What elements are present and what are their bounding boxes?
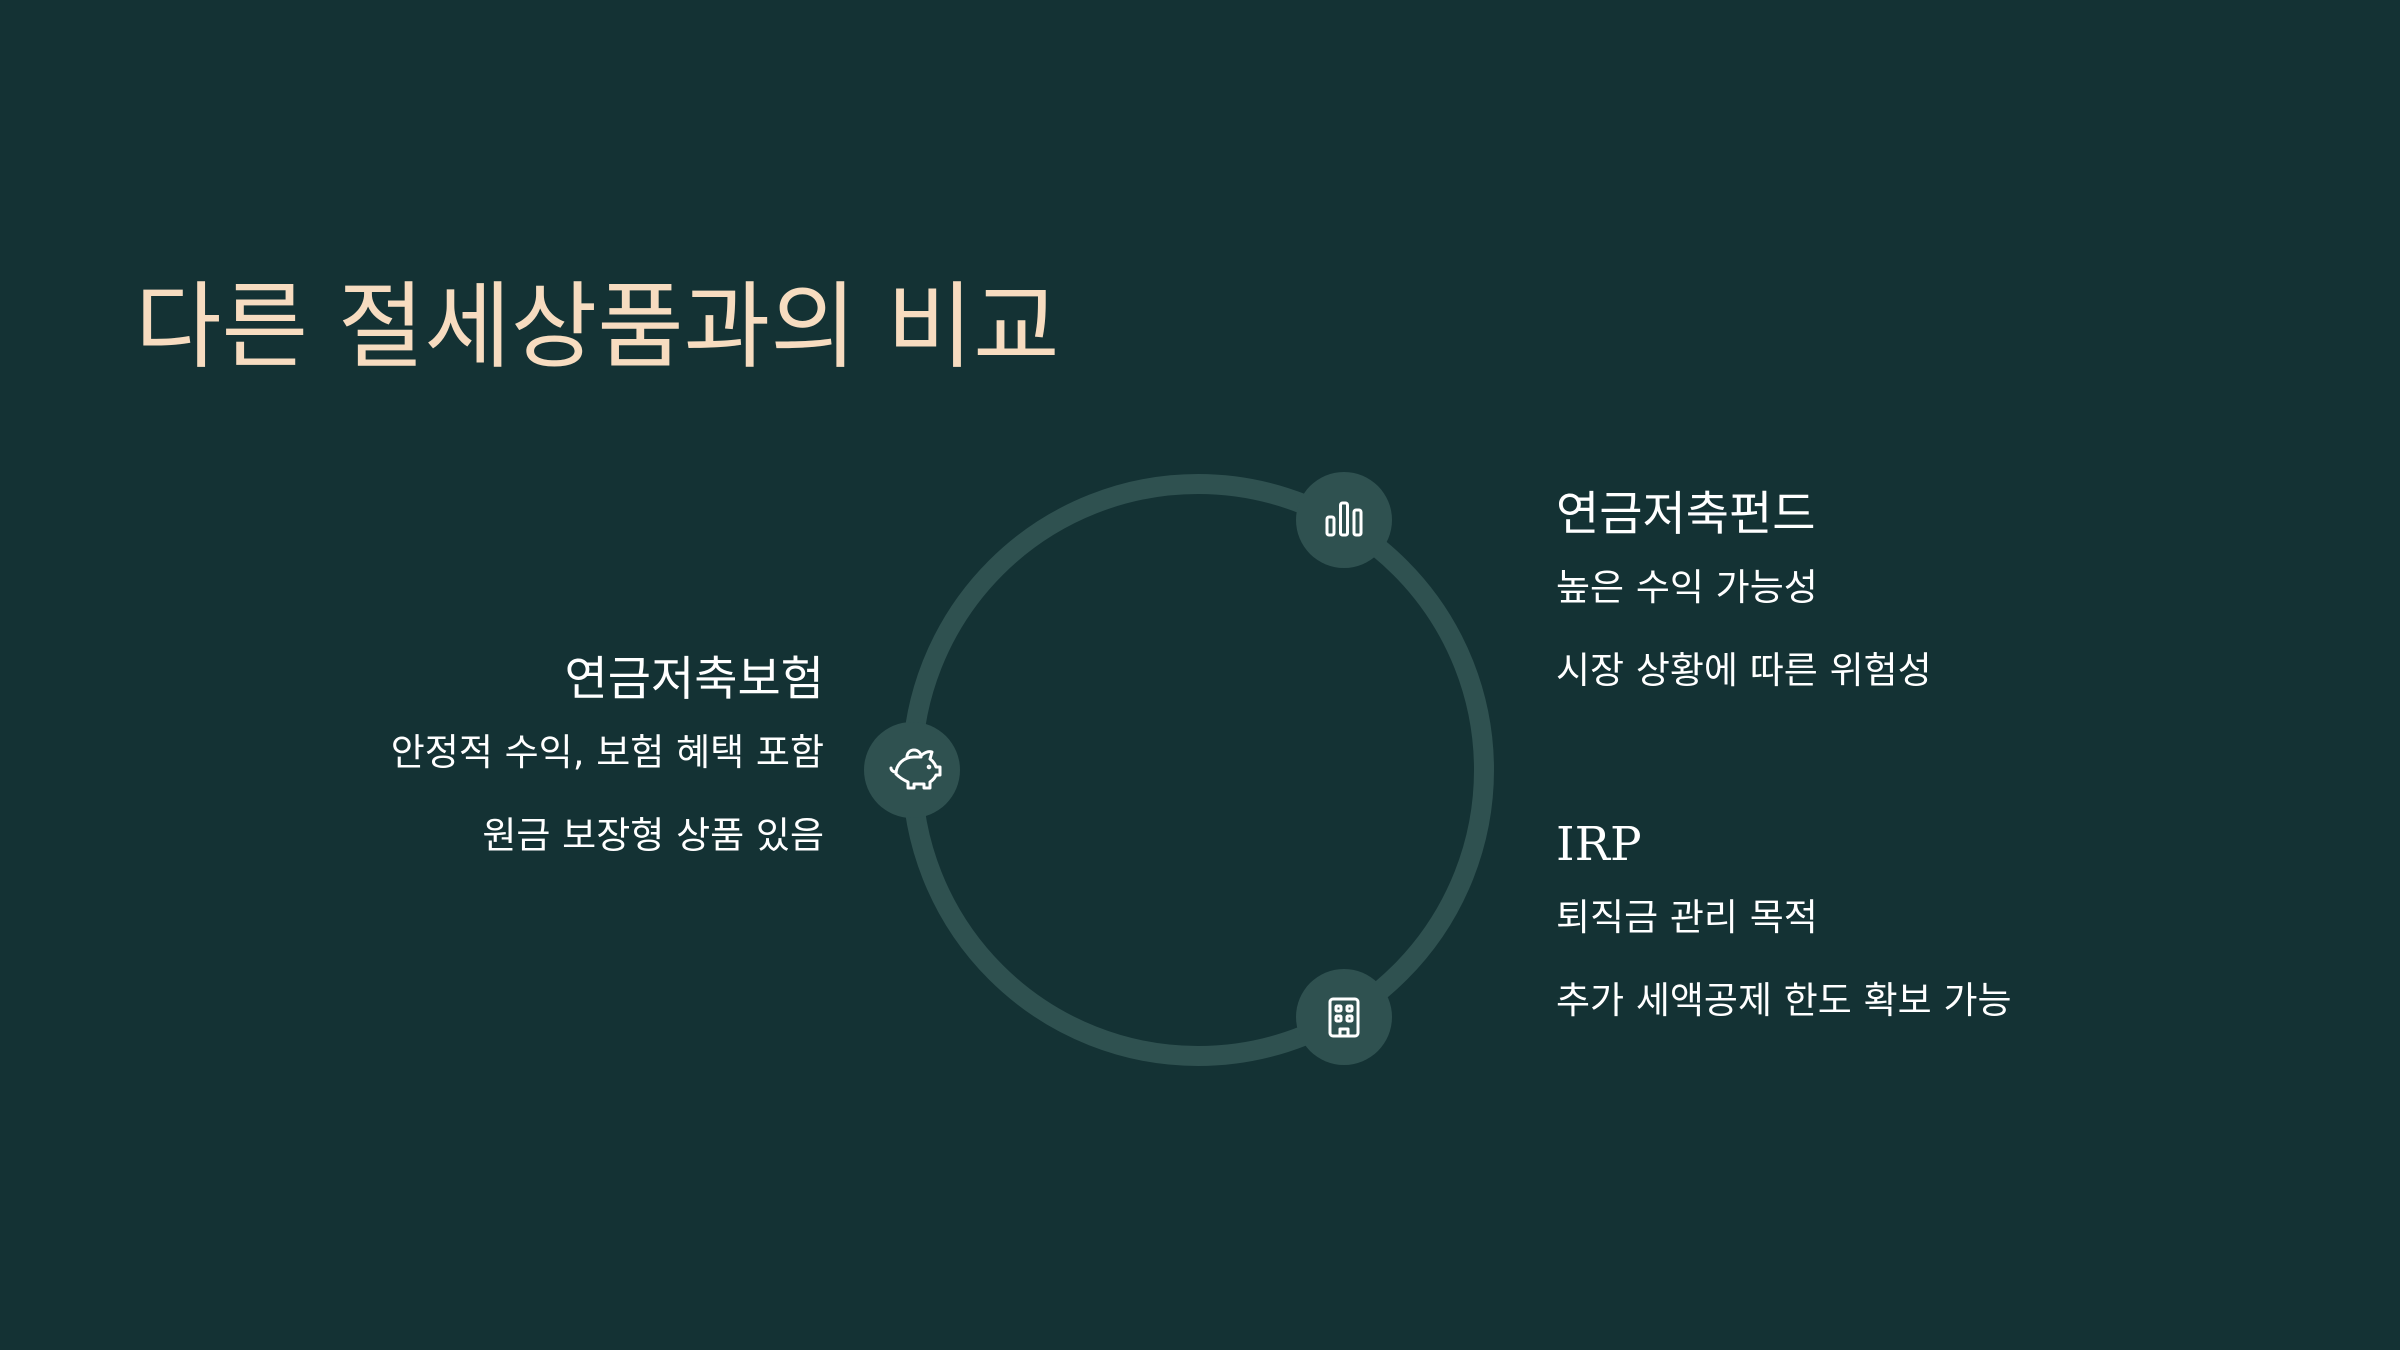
- irp-block: IRP 퇴직금 관리 목적 추가 세액공제 한도 확보 가능: [1556, 815, 2012, 1026]
- irp-heading: IRP: [1556, 817, 1642, 872]
- insurance-block: 연금저축보험 안정적 수익, 보험 혜택 포함 원금 보장형 상품 있음: [391, 650, 824, 861]
- bar-chart-icon: [1325, 501, 1363, 537]
- fund-point-1: 높은 수익 가능성: [1556, 566, 1818, 609]
- building-icon: [1328, 997, 1360, 1038]
- slide-title: 다른 절세상품과의 비교: [135, 273, 1060, 382]
- insurance-point-2: 원금 보장형 상품 있음: [482, 814, 824, 857]
- fund-heading: 연금저축펀드: [1556, 487, 1816, 542]
- cycle-ring: [902, 474, 1494, 1066]
- fund-block: 연금저축펀드 높은 수익 가능성 시장 상황에 따른 위험성: [1556, 485, 1932, 696]
- irp-point-2: 추가 세액공제 한도 확보 가능: [1556, 979, 2012, 1022]
- piggy-bank-icon: [889, 748, 942, 790]
- fund-point-2: 시장 상황에 따른 위험성: [1556, 649, 1932, 692]
- node-irp: [1296, 969, 1392, 1065]
- node-insurance: [864, 722, 960, 818]
- irp-point-1: 퇴직금 관리 목적: [1556, 896, 1818, 939]
- insurance-point-1: 안정적 수익, 보험 혜택 포함: [390, 731, 824, 774]
- insurance-heading: 연금저축보험: [564, 652, 824, 707]
- node-fund: [1296, 472, 1392, 568]
